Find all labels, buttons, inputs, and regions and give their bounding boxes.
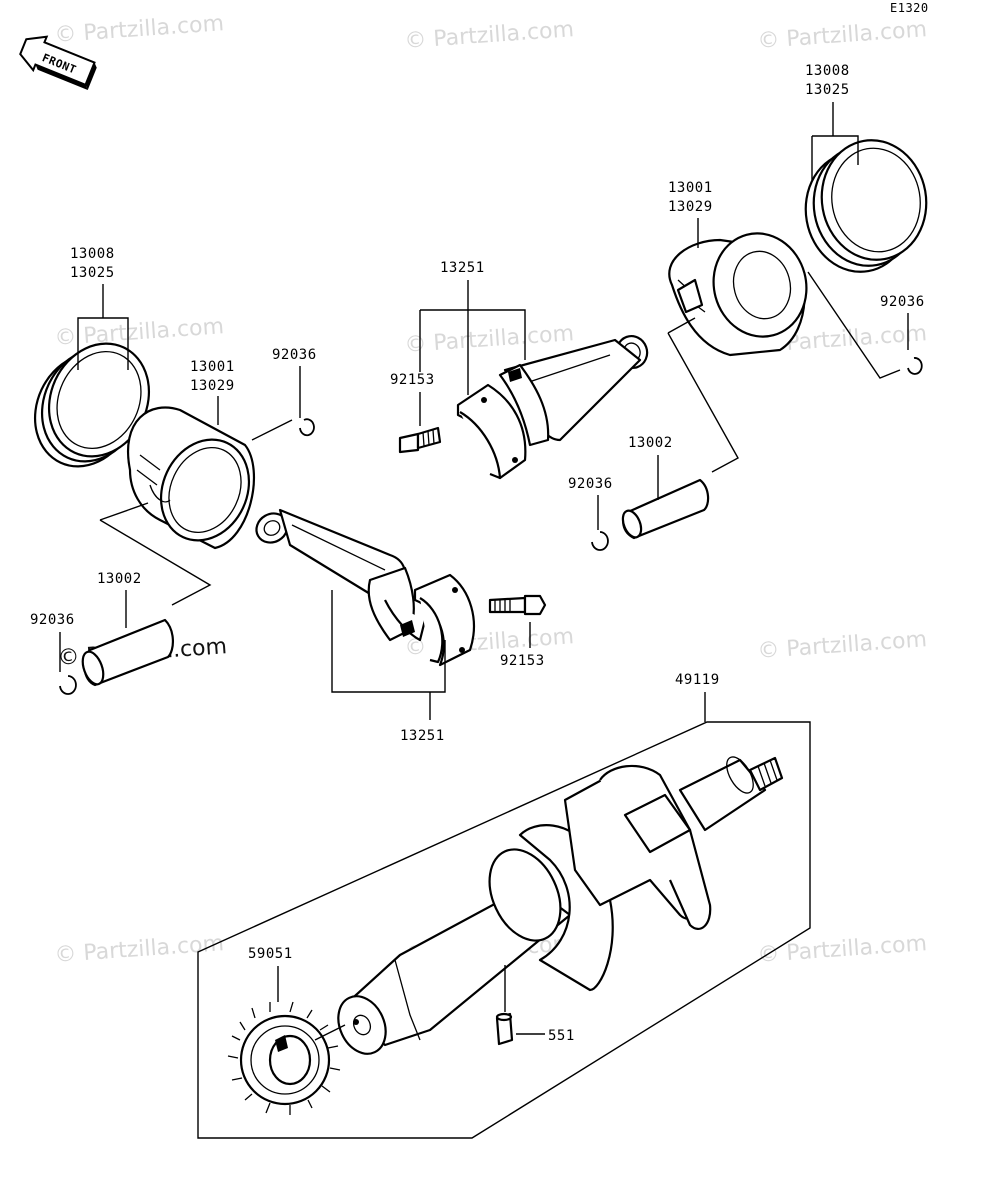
watermark: © Partzilla.com — [757, 627, 928, 664]
piston-rings-right — [804, 139, 928, 273]
watermark: © Partzilla.com — [757, 931, 928, 968]
rod-bolt-right — [398, 426, 442, 454]
circlip-icon — [907, 357, 923, 375]
label-rod-bottom: 13251 — [400, 728, 445, 744]
piston-left — [127, 406, 255, 550]
piston-right — [668, 232, 808, 357]
label-piston-left-b: 13029 — [190, 378, 235, 394]
crank-gear — [227, 1001, 341, 1115]
crankshaft — [337, 756, 784, 1055]
label-piston-right-b: 13029 — [668, 199, 713, 215]
circlip-icon — [591, 531, 609, 551]
rod-cap-right — [456, 383, 527, 480]
label-clip-top-left: 92036 — [272, 347, 317, 363]
connecting-rod-right — [498, 335, 649, 447]
label-key: 551 — [548, 1028, 575, 1044]
front-arrow-icon: FRONT — [19, 35, 97, 90]
watermark: © Partzilla.com — [54, 11, 225, 48]
label-rings-right-b: 13025 — [805, 82, 850, 98]
label-crankshaft: 49119 — [675, 672, 720, 688]
label-rod-top: 13251 — [440, 260, 485, 276]
label-gear: 59051 — [248, 946, 293, 962]
label-piston-right-a: 13001 — [668, 180, 713, 196]
piston-pin-left — [81, 618, 174, 687]
woodruff-key — [495, 1012, 514, 1046]
label-pin-right: 13002 — [628, 435, 673, 451]
label-clip-right: 92036 — [880, 294, 925, 310]
rod-cap-left — [413, 573, 475, 667]
label-pin-left: 13002 — [97, 571, 142, 587]
circlip-icon — [299, 418, 315, 437]
watermark: © Partzilla.com — [757, 17, 928, 54]
label-clip-bottom-left: 92036 — [30, 612, 75, 628]
label-rings-left-a: 13008 — [70, 246, 115, 262]
piston-rings-left — [33, 342, 151, 468]
connecting-rod-left — [255, 508, 427, 642]
rod-bolt-left — [488, 594, 547, 616]
watermark: © Partzilla.com — [404, 321, 575, 358]
label-piston-left-a: 13001 — [190, 359, 235, 375]
label-rings-left-b: 13025 — [70, 265, 115, 281]
watermark: © Partzilla.com — [54, 931, 225, 968]
label-clip-mid: 92036 — [568, 476, 613, 492]
label-rings-right-a: 13008 — [805, 63, 850, 79]
watermark: © Partzilla.com — [404, 17, 575, 54]
piston-pin-right — [621, 478, 710, 540]
crankshaft-frame — [197, 721, 811, 1139]
watermark: © Partzilla.com — [54, 314, 225, 351]
label-bolt-top: 92153 — [390, 372, 435, 388]
circlip-icon — [59, 675, 77, 695]
label-bolt-bottom: 92153 — [500, 653, 545, 669]
diagram-code: E1320 — [890, 1, 929, 15]
